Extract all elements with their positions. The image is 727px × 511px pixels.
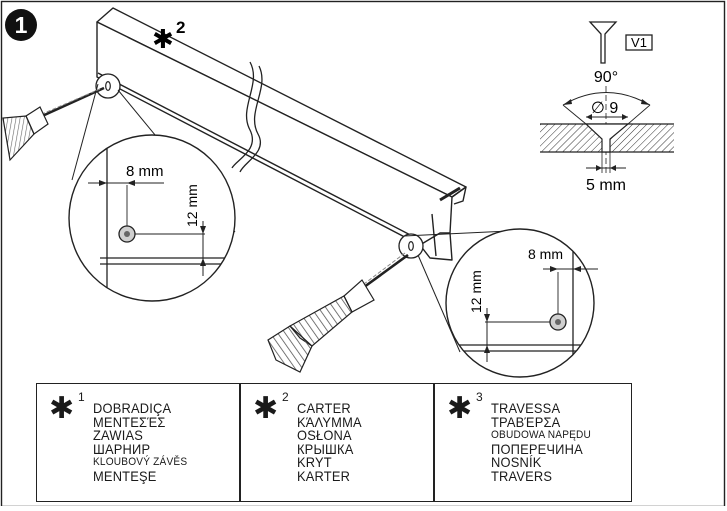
cover-profile	[96, 7, 467, 261]
legend-term: TRAVERS	[491, 467, 553, 484]
legend-number: 1	[78, 390, 85, 404]
legend-translations: TRAVESSA ΤΡΑΒΈΡΣΑ OBUDOWA NAPĘDU ПОПЕРЕЧ…	[491, 400, 600, 484]
legend-term: DOBRADIÇA	[93, 400, 172, 416]
legend-number: 2	[282, 390, 289, 404]
legend-term: ΚΆΛΥΜΜΑ	[297, 413, 362, 430]
legend-term: KLOUBOVÝ ZÁVĚS	[93, 456, 188, 469]
hinge-point-left	[95, 73, 121, 99]
legend-term: ШАРНИР	[93, 440, 151, 457]
legend-term: ΤΡΑΒΈΡΣΑ	[491, 413, 561, 430]
left-v-dimension: 12 mm	[184, 184, 200, 227]
legend-crossbar: ✱ 3 TRAVESSA ΤΡΑΒΈΡΣΑ OBUDOWA NAPĘDU ПОП…	[434, 383, 632, 502]
asterisk-icon: ✱	[253, 391, 279, 426]
screw-icon	[588, 21, 618, 64]
legend-term: NOSNÍK	[491, 454, 542, 471]
detail-view-left: 8 mm 12 mm	[68, 134, 236, 302]
left-h-dimension: 8 mm	[126, 163, 164, 180]
legend-term: MENTEΣΈς	[93, 413, 166, 430]
legend-term: КРЫШКА	[297, 440, 354, 457]
legend-term: OSŁONA	[297, 427, 352, 444]
countersink-depth: 5 mm	[586, 177, 626, 194]
hinge-point-right	[398, 233, 424, 259]
legend-term: TRAVESSA	[491, 400, 561, 416]
legend-term: ПОПЕРЕЧИНА	[491, 440, 583, 457]
callout-number: 2	[176, 18, 185, 37]
legend-number: 3	[476, 390, 483, 404]
countersink-angle: 90°	[594, 69, 618, 86]
asterisk-icon: ✱	[49, 391, 75, 426]
legend-translations: DOBRADIÇA MENTEΣΈς ZAWIAS ШАРНИР KLOUBOV…	[93, 400, 195, 484]
legend-translations: CARTER ΚΆΛΥΜΜΑ OSŁONA КРЫШКА KRYT KARTER	[297, 400, 367, 484]
step-badge: 1	[5, 9, 37, 41]
countersink-diameter: ∅ 9	[591, 100, 618, 117]
callout-star-icon: ✱	[152, 24, 174, 54]
legend-term: OBUDOWA NAPĘDU	[491, 429, 592, 442]
legend-cover: ✱ 2 CARTER ΚΆΛΥΜΜΑ OSŁONA КРЫШКА KRYT KA…	[240, 383, 434, 502]
legend-term: MENTEŞE	[93, 467, 157, 484]
screw-spec: V1 90° ∅ 9 5 mm	[540, 21, 674, 194]
asterisk-icon: ✱	[447, 391, 473, 426]
drill-bottom	[267, 252, 409, 373]
legend-term: CARTER	[297, 400, 351, 416]
right-v-dimension: 12 mm	[468, 270, 484, 313]
detail-view-right: 8 mm 12 mm	[445, 228, 598, 378]
drill-left	[2, 86, 105, 162]
break-marks	[231, 61, 263, 173]
legend-term: ZAWIAS	[93, 427, 144, 444]
legend-term: KARTER	[297, 467, 351, 484]
step-number: 1	[15, 12, 28, 38]
legend-hinge: ✱ 1 DOBRADIÇA MENTEΣΈς ZAWIAS ШАРНИР KLO…	[36, 383, 240, 502]
right-h-dimension: 8 mm	[528, 246, 563, 262]
legend-term: KRYT	[297, 454, 332, 471]
screw-code: V1	[631, 35, 647, 50]
